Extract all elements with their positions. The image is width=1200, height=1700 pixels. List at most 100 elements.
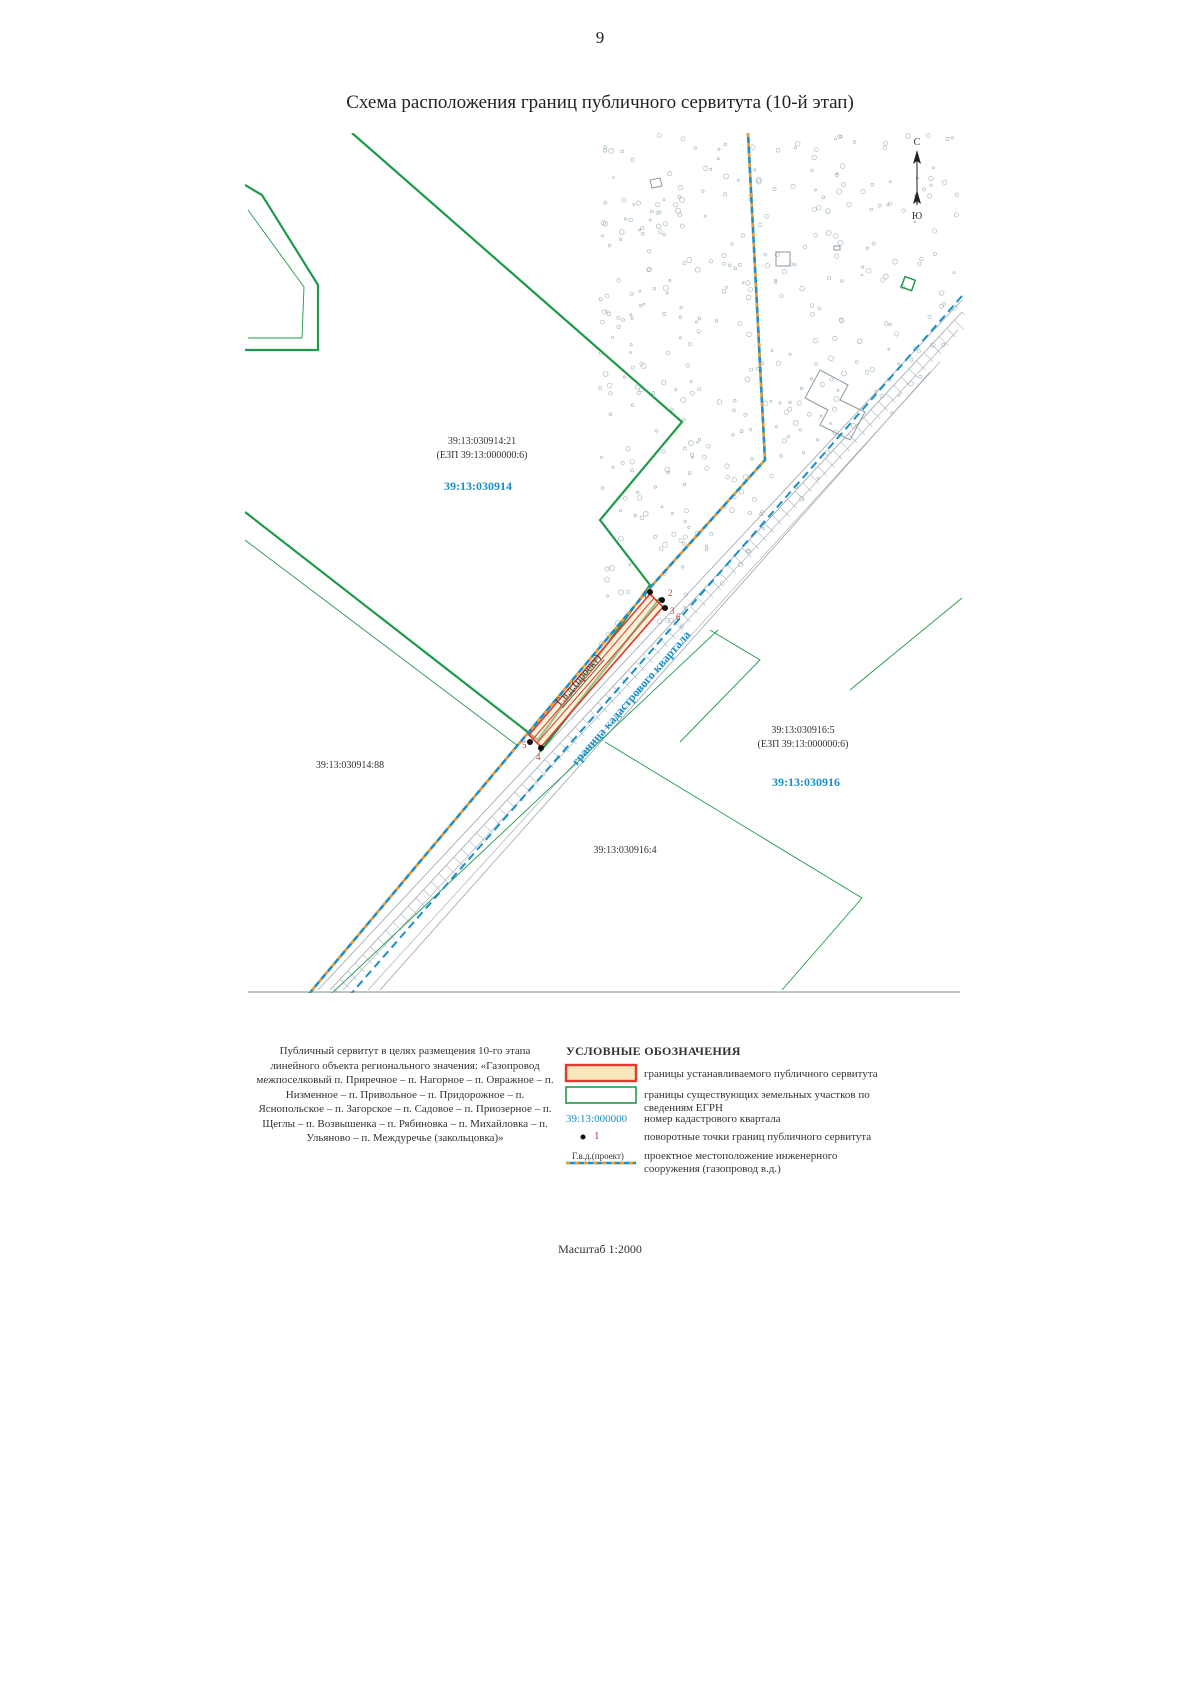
hatch-mark: [817, 466, 828, 476]
terrain-mark: [952, 271, 956, 275]
terrain-mark: [721, 253, 727, 259]
terrain-mark: [889, 180, 892, 183]
terrain-mark: [739, 489, 745, 495]
terrain-mark: [683, 519, 687, 523]
terrain-mark: [929, 183, 933, 187]
terrain-mark: [827, 276, 832, 281]
terrain-mark: [620, 149, 624, 154]
terrain-mark: [829, 377, 834, 382]
map-scale: Масштаб 1:2000: [558, 1242, 642, 1256]
terrain-mark: [856, 338, 863, 344]
terrain-mark: [788, 352, 792, 356]
terrain-mark: [837, 240, 844, 246]
terrain-mark: [625, 446, 631, 452]
terrain-mark: [717, 147, 721, 151]
terrain-mark: [954, 212, 959, 218]
building-outlines: [649, 177, 866, 441]
terrain-mark: [675, 207, 681, 214]
terrain-mark: [629, 343, 633, 347]
legend-quarter-code: 39:13:000000: [566, 1113, 628, 1125]
terrain-mark: [841, 370, 847, 377]
terrain-mark: [813, 147, 819, 152]
parcel-label-914-21: 39:13:030914:21: [448, 436, 516, 447]
parcel-square-marker: [900, 275, 917, 292]
hatch-mark: [430, 881, 441, 891]
terrain-mark: [745, 294, 752, 301]
hatch-mark: [931, 344, 941, 354]
north-arrow-icon: С Ю: [912, 137, 922, 222]
turning-point-label: 6: [676, 612, 681, 622]
hatch-mark: [840, 441, 850, 452]
turning-point-label: 2: [668, 588, 673, 598]
hatch-mark: [521, 783, 532, 794]
terrain-mark: [750, 457, 754, 461]
terrain-mark: [636, 495, 643, 501]
terrain-mark: [695, 320, 698, 324]
hatch-mark: [764, 523, 775, 533]
terrain-mark: [783, 409, 789, 415]
hatch-mark: [870, 409, 881, 419]
terrain-mark: [680, 223, 685, 229]
terrain-mark: [603, 200, 608, 205]
terrain-mark: [668, 279, 672, 283]
terrain-mark: [932, 228, 938, 234]
terrain-mark: [745, 280, 751, 286]
terrain-mark: [656, 133, 662, 138]
terrain-mark: [790, 184, 796, 190]
terrain-mark: [678, 538, 684, 543]
terrain-mark: [774, 278, 778, 282]
quarter-label-914: 39:13:030914: [444, 479, 512, 493]
terrain-mark: [606, 383, 613, 389]
terrain-mark: [814, 188, 817, 192]
easement-description: Публичный сервитут в целях размещения 10…: [256, 1045, 554, 1144]
terrain-mark: [819, 414, 823, 418]
parcel-ezp-label-914-21: (ЕЗП 39:13:000000:6): [437, 450, 528, 461]
terrain-mark: [720, 581, 725, 586]
terrain-mark: [662, 198, 666, 201]
terrain-mark: [749, 367, 754, 372]
terrain-mark: [680, 136, 686, 142]
terrain-mark: [817, 306, 822, 311]
terrain-mark: [611, 335, 615, 339]
terrain-mark: [686, 257, 693, 263]
legend-item-points: поворотные точки границ публичного серви…: [644, 1131, 872, 1143]
terrain-mark: [606, 594, 610, 598]
terrain-mark: [816, 205, 822, 211]
terrain-mark: [787, 406, 793, 412]
terrain-mark: [652, 287, 656, 291]
hatch-mark: [423, 889, 433, 899]
terrain-mark: [810, 303, 815, 308]
terrain-mark: [683, 605, 687, 609]
terrain-mark: [750, 144, 756, 150]
parcel-ezp-label-916-5: (ЕЗП 39:13:000000:6): [758, 739, 849, 750]
terrain-mark: [884, 321, 889, 326]
terrain-mark: [629, 291, 634, 296]
terrain-mark: [651, 391, 655, 395]
terrain-mark: [636, 200, 641, 206]
terrain-mark: [869, 207, 873, 212]
terrain-mark: [835, 172, 839, 175]
terrain-mark: [599, 455, 603, 459]
terrain-mark: [723, 142, 727, 147]
terrain-mark: [609, 565, 615, 572]
hatch-mark: [863, 417, 873, 428]
terrain-mark: [779, 293, 784, 298]
terrain-mark: [788, 400, 792, 405]
terrain-mark: [832, 335, 838, 341]
terrain-mark: [925, 133, 931, 138]
terrain-mark: [662, 311, 667, 316]
terrain-mark: [779, 454, 783, 458]
hatch-mark: [688, 604, 699, 615]
terrain-mark: [690, 455, 694, 459]
terrain-mark: [746, 331, 752, 338]
quarter-label-916: 39:13:030916: [772, 775, 840, 789]
terrain-mark: [824, 208, 831, 214]
terrain-mark: [619, 237, 623, 241]
terrain-mark: [737, 321, 743, 327]
map-body: 1 2 3 4 5 6 Г.в.д.(проект) граница кадас…: [245, 133, 965, 993]
terrain-mark: [704, 466, 710, 472]
terrain-mark: [682, 534, 688, 540]
terrain-mark: [680, 396, 687, 403]
terrain-mark: [654, 429, 658, 433]
